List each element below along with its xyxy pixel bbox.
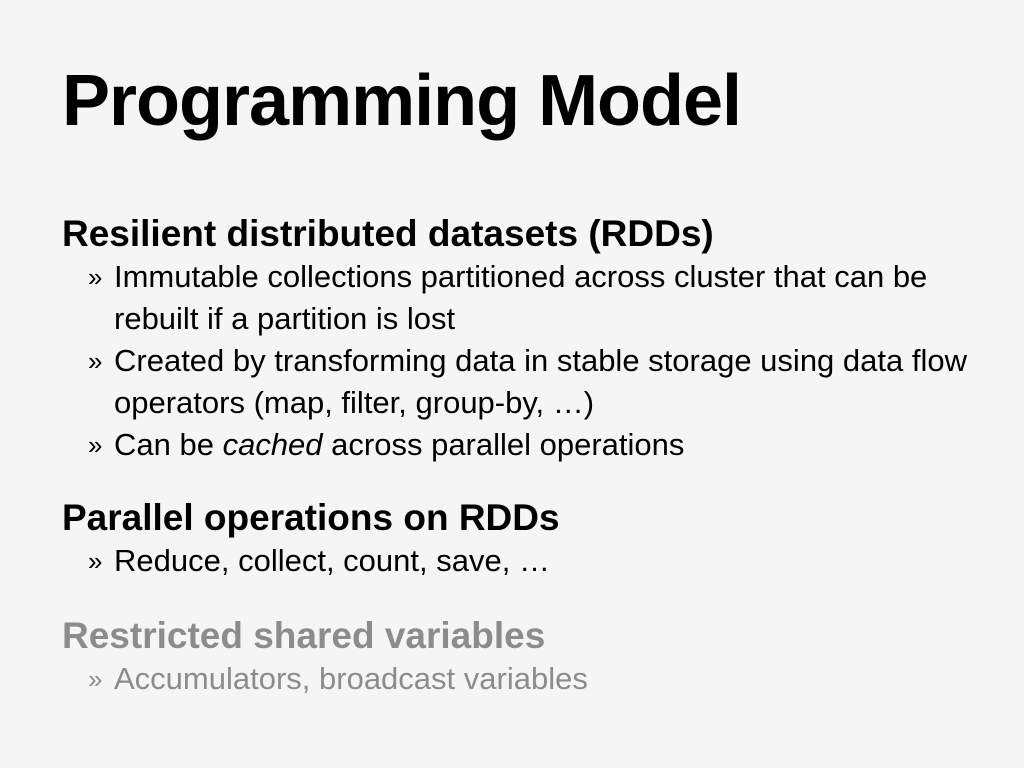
bullet-text: Reduce, collect, count, save, … xyxy=(114,543,550,578)
bullet-list: » Immutable collections partitioned acro… xyxy=(62,256,972,466)
bullet-marker-icon: » xyxy=(88,346,103,376)
bullet-text: Immutable collections partitioned across… xyxy=(114,259,928,336)
section-heading: Restricted shared variables xyxy=(62,615,546,656)
bullet-text-after: across parallel operations xyxy=(322,427,685,462)
bullet-list: » Reduce, collect, count, save, … xyxy=(62,540,972,582)
section-heading: Parallel operations on RDDs xyxy=(62,497,560,538)
bullet-text: Accumulators, broadcast variables xyxy=(114,661,588,696)
bullet-item: » Reduce, collect, count, save, … xyxy=(62,540,972,582)
bullet-marker-icon: » xyxy=(88,546,103,576)
bullet-marker-icon: » xyxy=(88,664,103,694)
bullet-text-before: Can be xyxy=(114,427,223,462)
section-rdds: Resilient distributed datasets (RDDs) » … xyxy=(62,212,972,466)
bullet-item: » Immutable collections partitioned acro… xyxy=(62,256,972,340)
bullet-item: » Created by transforming data in stable… xyxy=(62,340,972,424)
bullet-marker-icon: » xyxy=(88,430,103,460)
bullet-marker-icon: » xyxy=(88,262,103,292)
section-heading: Resilient distributed datasets (RDDs) xyxy=(62,213,714,254)
section-shared-variables: Restricted shared variables » Accumulato… xyxy=(62,614,972,700)
slide-title: Programming Model xyxy=(62,61,742,141)
bullet-item: » Can be cached across parallel operatio… xyxy=(62,424,972,466)
bullet-text: Created by transforming data in stable s… xyxy=(114,343,967,420)
bullet-item: » Accumulators, broadcast variables xyxy=(62,658,972,700)
section-parallel-operations: Parallel operations on RDDs » Reduce, co… xyxy=(62,496,972,582)
bullet-text-emphasis: cached xyxy=(222,427,323,462)
bullet-list: » Accumulators, broadcast variables xyxy=(62,658,972,700)
